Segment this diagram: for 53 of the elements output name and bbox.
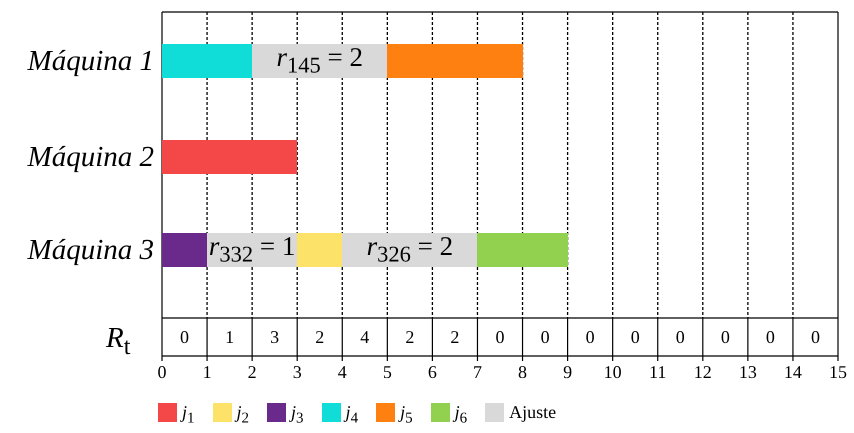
legend-label: j$_{3}$ (291, 401, 304, 429)
table-cell-text: 0 (584, 326, 596, 349)
table-cell-text: 4 (359, 326, 370, 349)
table-cell-text: 3 (269, 326, 280, 349)
axis-tick-label: 15 (828, 361, 848, 383)
axis-tick-label: 13 (738, 361, 758, 383)
row-label: Máquina 2 (28, 141, 154, 173)
legend-label: Ajuste (509, 401, 556, 424)
table-cell-text: 0 (810, 326, 821, 349)
task-bar (387, 44, 523, 78)
row-label: Máquina 1 (28, 45, 154, 77)
axis-tick-label: 14 (782, 361, 803, 383)
setup-label: r$_{326}$ = 2 (366, 230, 454, 268)
table-cell-text: 2 (404, 326, 416, 349)
table-cell-text: 0 (630, 326, 641, 349)
table-cell-text: 0 (674, 326, 686, 349)
table-cell-text: 0 (494, 326, 506, 349)
axis-tick-label: 8 (517, 361, 528, 383)
task-bar (162, 44, 252, 78)
axis-tick-label: 12 (692, 361, 713, 383)
setup-label: r$_{332}$ = 1 (208, 230, 296, 268)
table-cell-text: 2 (314, 326, 326, 349)
axis-tick-label: 0 (156, 361, 168, 383)
axis-tick-label: 5 (382, 361, 393, 383)
table-cell-text: 0 (720, 326, 731, 349)
legend-label: j$_{1}$ (182, 401, 195, 429)
table-cell-text: 0 (179, 326, 190, 349)
task-bar (297, 233, 342, 267)
legend-label: j$_{6}$ (454, 401, 468, 429)
table-cell-text: 0 (764, 326, 776, 349)
axis-tick-label: 1 (202, 361, 213, 383)
task-bar (162, 140, 298, 174)
axis-tick-label: 9 (562, 361, 574, 383)
row-label: Máquina 3 (28, 234, 154, 266)
table-cell-text: 2 (449, 326, 460, 349)
table-cell-text: 0 (540, 326, 551, 349)
table-cell-text: 1 (224, 326, 236, 349)
axis-tick-label: 4 (336, 361, 348, 383)
legend-label: j$_{2}$ (236, 401, 250, 429)
setup-bar (342, 233, 478, 267)
axis-tick-label: 11 (648, 361, 668, 383)
task-bar (162, 233, 208, 267)
setup-bar (252, 44, 388, 78)
legend-label: j$_{5}$ (400, 401, 413, 429)
axis-tick-label: 7 (472, 361, 483, 383)
axis-tick-label: 6 (426, 361, 438, 383)
legend-label: j$_{4}$ (346, 401, 358, 429)
axis-tick-label: 2 (246, 361, 258, 383)
task-bar (477, 233, 568, 267)
axis-tick-label: 10 (602, 361, 623, 383)
row-label: R$_{t}$ (106, 322, 130, 362)
axis-tick-label: 3 (292, 361, 303, 383)
setup-label: r$_{145}$ = 2 (276, 42, 363, 80)
